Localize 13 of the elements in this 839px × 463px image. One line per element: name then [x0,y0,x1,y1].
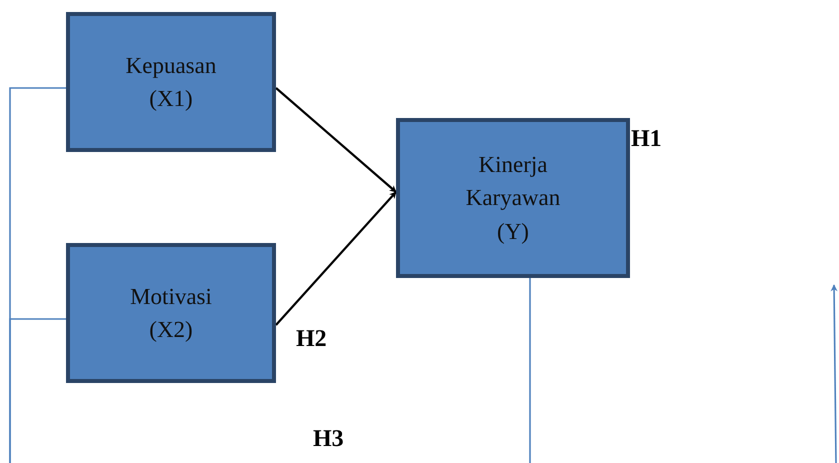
variable-box [66,12,276,152]
hypothesis-label: H2 [296,326,327,353]
connector-line [529,278,531,463]
variable-box [66,243,276,383]
hypothesis-label: H3 [313,426,344,453]
variable-label: Kepuasan (X1) [124,52,218,113]
variable-box [396,118,630,278]
connector-line [9,318,66,463]
variable-label: Motivasi (X2) [129,282,213,344]
arrow [275,87,397,193]
arrow [275,191,397,326]
variable-label: Kinerja Karyawan (Y) [464,150,562,246]
hypothesis-label: H1 [631,126,662,153]
